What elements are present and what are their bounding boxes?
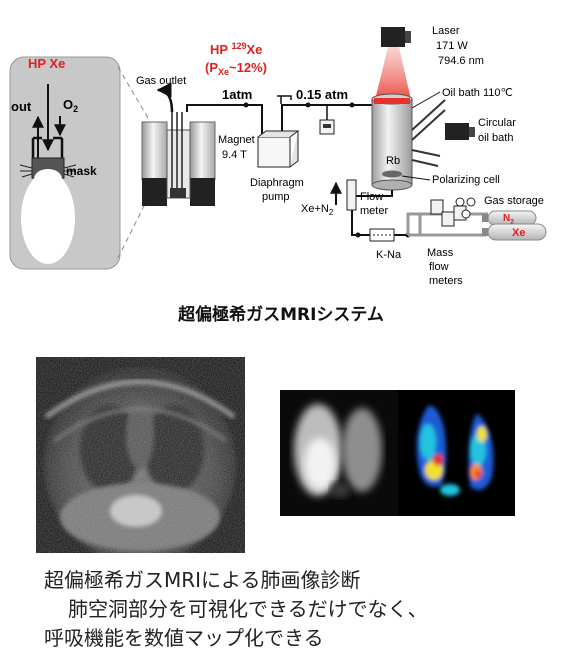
laser-head-icon bbox=[381, 27, 405, 47]
magnet-left-base bbox=[142, 178, 167, 206]
connector-dot-1 bbox=[243, 102, 249, 108]
out-label: out bbox=[11, 99, 32, 114]
o2-label: O2 bbox=[63, 97, 78, 114]
connector-dot-3 bbox=[349, 102, 355, 108]
flow-meter-icon bbox=[346, 179, 357, 211]
xe-tank-valve bbox=[482, 228, 488, 236]
polarizing-cell-leader bbox=[401, 175, 431, 181]
oil-bath-leader bbox=[411, 91, 441, 109]
magnet-left-coil bbox=[141, 121, 168, 181]
gas-outlet-label: Gas outlet bbox=[136, 75, 186, 87]
xe-n2-label: Xe+N2 bbox=[301, 203, 334, 217]
xe-tank-label: Xe bbox=[512, 227, 525, 239]
circular-oil-bath-label-2: oil bath bbox=[478, 132, 513, 144]
hp-xe-title: HP 129Xe bbox=[210, 41, 262, 57]
magnet-bore bbox=[166, 129, 191, 199]
diaphragm-pump-icon bbox=[257, 136, 291, 168]
oil-bath-label: Oil bath 110℃ bbox=[442, 87, 513, 99]
pump-top bbox=[257, 130, 300, 168]
mass-flow-meter-1 bbox=[430, 199, 444, 215]
valve-knob-3 bbox=[461, 209, 471, 219]
mouse-body bbox=[21, 172, 75, 264]
n2-tank-valve bbox=[482, 214, 488, 222]
valve-knob-2 bbox=[466, 197, 476, 207]
k-na-label: K-Na bbox=[376, 249, 402, 261]
mask-label: mask bbox=[66, 164, 97, 178]
lung-xe-mri-image bbox=[280, 390, 398, 516]
n2-tank-label: N2 bbox=[503, 213, 514, 226]
gas-outlet-arrow bbox=[156, 82, 174, 113]
chest-mri-image bbox=[36, 357, 245, 553]
rb-label: Rb bbox=[386, 155, 400, 167]
flow-meter-label-2: meter bbox=[360, 205, 388, 217]
pressure-1atm-label: 1atm bbox=[222, 87, 252, 102]
diaphragm-pump-label-2: pump bbox=[262, 191, 290, 203]
valve-knob-1 bbox=[455, 197, 465, 207]
laser-power-label: 171 W bbox=[436, 40, 468, 52]
oil-bath-bottom bbox=[371, 179, 413, 191]
description-line-1: 超偏極希ガスMRIによる肺画像診断 bbox=[44, 568, 361, 592]
pressure-015atm-label: 0.15 atm bbox=[296, 87, 348, 102]
mass-flow-meters-label-3: meters bbox=[429, 275, 463, 287]
rb-droplet bbox=[382, 170, 402, 178]
diaphragm-pump-label-1: Diaphragm bbox=[250, 177, 304, 189]
mask-tubing bbox=[31, 136, 64, 160]
connector-dot-4 bbox=[355, 232, 361, 238]
magnet-right-base bbox=[190, 178, 215, 206]
hp-xe-mri-system-diagram: HP Xe out O2 mask Gas outlet Magnet 9.4 … bbox=[9, 25, 547, 287]
mouse-panel: HP Xe out O2 mask bbox=[9, 56, 121, 270]
circulation-pipes bbox=[411, 99, 446, 167]
magnet-bore-cap bbox=[170, 188, 186, 198]
magnet-right-coil bbox=[189, 121, 216, 181]
laser-window bbox=[374, 98, 410, 104]
bore-tubing bbox=[171, 112, 183, 190]
mouse-panel-title: HP Xe bbox=[28, 56, 65, 71]
laser-label: Laser bbox=[432, 25, 460, 37]
magnet-field-label: 9.4 T bbox=[222, 149, 247, 161]
pump-to-magnet-line bbox=[186, 104, 263, 138]
system-caption: 超偏極希ガスMRIシステム bbox=[178, 305, 384, 325]
laser-wavelength-label: 794.6 nm bbox=[438, 55, 484, 67]
cell-to-pump-line bbox=[281, 104, 376, 138]
description-line-3: 呼吸機能を数値マップ化できる bbox=[44, 626, 324, 650]
description-line-2: 肺空洞部分を可視化できるだけでなく、 bbox=[68, 597, 428, 621]
zoom-line-bottom bbox=[117, 197, 149, 259]
circular-oil-bath-side bbox=[469, 127, 475, 137]
mouse-head bbox=[34, 169, 62, 189]
polarizing-cell: Rb bbox=[371, 93, 413, 191]
magnet-label: Magnet bbox=[218, 134, 255, 146]
circular-oil-bath-label-1: Circular bbox=[478, 117, 516, 129]
whiskers bbox=[19, 164, 77, 178]
valve-icon bbox=[277, 95, 292, 104]
hp-xe-partial-pressure: (PXe~12%) bbox=[205, 60, 267, 77]
circular-oil-bath-icon bbox=[445, 123, 469, 140]
mass-flow-meters-label-2: flow bbox=[429, 261, 449, 273]
description-text: 超偏極希ガスMRIによる肺画像診断 肺空洞部分を可視化できるだけでなく、 呼吸機… bbox=[44, 566, 554, 653]
zoom-line-top bbox=[117, 66, 149, 119]
laser-beam bbox=[374, 47, 412, 104]
magnet bbox=[141, 112, 216, 206]
connector-dot-2 bbox=[305, 102, 311, 108]
flow-meter-label-1: Flow bbox=[360, 191, 383, 203]
gas-storage-label: Gas storage bbox=[484, 195, 544, 207]
laser-aperture bbox=[405, 31, 411, 43]
gauge-display bbox=[323, 124, 331, 128]
polarizing-cell-label: Polarizing cell bbox=[432, 174, 500, 186]
mass-flow-meters-label-1: Mass bbox=[427, 247, 454, 259]
mass-flow-meter-2 bbox=[441, 211, 455, 227]
functional-map-image bbox=[398, 390, 515, 516]
